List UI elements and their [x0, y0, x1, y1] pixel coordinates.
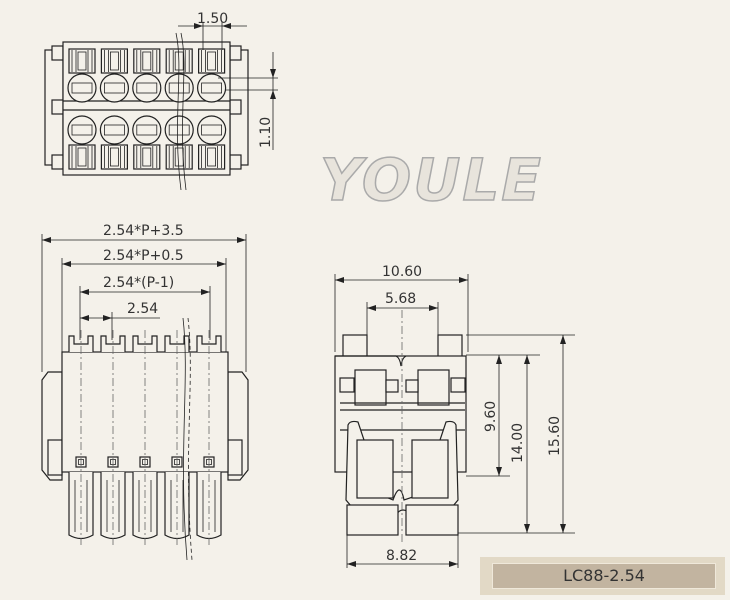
pin-cell [197, 48, 227, 170]
dimension-top-pitch: 1.50 [178, 11, 247, 50]
dimension-overall-width: 2.54*P+3.5 [41, 223, 247, 372]
dim-pitch: 2.54 [127, 301, 158, 317]
dimension-height-total: 15.60 [466, 334, 575, 533]
top-view [44, 41, 249, 176]
dim-10-60: 10.60 [382, 264, 422, 280]
front-pin [100, 330, 126, 545]
front-pin [164, 330, 190, 545]
dim-9-60: 9.60 [483, 401, 499, 432]
break-line-front [182, 317, 188, 561]
dim-14-00: 14.00 [510, 423, 526, 463]
dimension-pin-span: 2.54*(P-1) [79, 275, 211, 340]
dimension-side-width: 10.60 [334, 264, 469, 352]
dim-overall: 2.54*P+3.5 [103, 223, 184, 239]
dim-body: 2.54*P+0.5 [103, 248, 184, 264]
pin-cell [132, 48, 162, 170]
dim-8-82: 8.82 [386, 548, 417, 564]
side-view [334, 310, 467, 545]
dim-1-50: 1.50 [197, 11, 228, 27]
dimension-tab-spacing: 5.68 [366, 291, 439, 335]
dimension-top-offset: 1.10 [218, 52, 278, 150]
dimension-height-mid: 14.00 [458, 355, 575, 534]
pin-cell [99, 48, 130, 170]
dimension-height-body: 9.60 [466, 354, 540, 477]
dim-5-68: 5.68 [385, 291, 416, 307]
dim-15-60: 15.60 [547, 416, 563, 456]
front-pin [68, 330, 94, 545]
logo-watermark: YOULE [320, 146, 543, 214]
break-line [175, 32, 182, 191]
pin-cell [67, 48, 97, 170]
dimension-bottom-width: 8.82 [346, 535, 459, 568]
dim-pin-span: 2.54*(P-1) [103, 275, 174, 291]
dimension-pitch: 2.54 [80, 301, 160, 340]
dimension-body-width: 2.54*P+0.5 [61, 248, 227, 352]
dim-1-10: 1.10 [258, 117, 274, 148]
front-pin [132, 330, 158, 545]
front-view [41, 330, 249, 545]
model-label: LC88-2.54 [492, 563, 716, 589]
model-label-box: LC88-2.54 [480, 557, 725, 595]
front-pin [196, 330, 222, 545]
